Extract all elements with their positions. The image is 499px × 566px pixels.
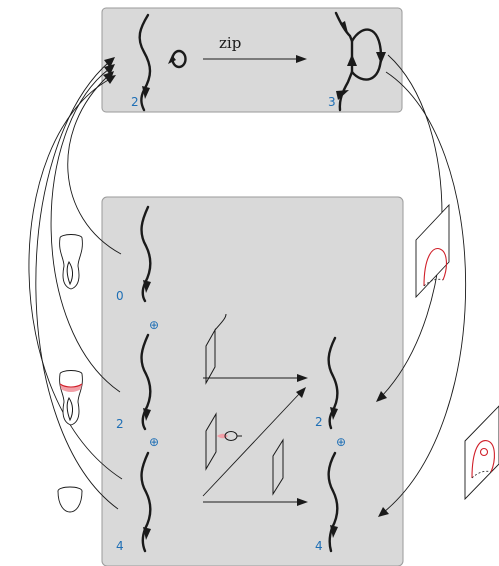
zip-arrowhead — [296, 55, 307, 63]
outer-arrowhead-right-1 — [376, 391, 387, 402]
top-right-middle-arrowhead — [347, 54, 357, 66]
bottom-left-arrowhead-4 — [143, 527, 151, 540]
bottom-right-strand-4 — [327, 451, 339, 553]
bottom-right-index-4: 4 — [315, 539, 323, 553]
cup-pictogram — [57, 486, 83, 513]
top-left-strand — [138, 13, 152, 112]
sheet-disk-pictogram-upper — [415, 203, 450, 299]
bottom-right-arrowhead-2 — [330, 407, 338, 420]
map-arrowhead-4-to-4 — [297, 498, 308, 506]
sheet-disk-pictogram-lower — [464, 405, 499, 501]
map-arrowhead-4-to-2 — [296, 387, 306, 398]
outer-arrowhead-left-4 — [105, 75, 116, 84]
bottom-right-strand-2 — [327, 336, 339, 430]
bottom-left-index-2: 2 — [116, 417, 124, 431]
bottom-right-arrowhead-4 — [330, 525, 338, 538]
bottom-left-strand-2 — [140, 333, 152, 431]
bottom-left-strand-4 — [140, 451, 152, 553]
top-right-arrowhead-bottom — [336, 90, 349, 100]
bottom-panel — [101, 196, 404, 566]
direct-sum-symbol-left-upper: ⊕ — [149, 318, 159, 332]
direct-sum-symbol-right: ⊕ — [336, 435, 346, 449]
outer-arrow-right-2 — [383, 71, 467, 513]
bottom-left-strand-0 — [140, 205, 152, 303]
vase-pictogram-middle — [59, 370, 83, 426]
top-left-index: 2 — [131, 95, 139, 109]
sheet-pictogram-upper — [205, 313, 227, 385]
bottom-right-index-2: 2 — [315, 415, 323, 429]
top-panel — [101, 7, 403, 113]
top-right-arrowhead-top — [340, 21, 348, 33]
outer-arrow-left-1 — [67, 75, 122, 255]
outer-arrow-left-2 — [50, 68, 121, 393]
direct-sum-symbol-left-lower: ⊕ — [149, 435, 159, 449]
bottom-left-index-0: 0 — [116, 289, 124, 303]
outer-arrow-left-4 — [28, 78, 123, 480]
bottom-left-index-4: 4 — [116, 539, 124, 553]
sheet-pictogram-middle-with-tube — [205, 412, 242, 471]
bottom-left-arrowhead-0 — [143, 280, 151, 293]
top-right-loop-arrowhead — [376, 52, 386, 64]
outer-arrowhead-left-2 — [104, 64, 115, 75]
map-arrow-4-to-2 — [202, 392, 301, 497]
zip-label: zip — [219, 34, 241, 52]
outer-arrowhead-left-3 — [104, 57, 115, 68]
map-arrowhead-2-to-2 — [297, 374, 308, 382]
outer-arrow-left-3 — [35, 61, 119, 510]
bottom-left-arrowhead-2 — [143, 408, 151, 421]
top-right-index: 3 — [328, 95, 336, 109]
top-left-arrowhead — [142, 86, 150, 99]
top-small-loop-arrowhead — [168, 55, 176, 64]
vase-pictogram-upper — [59, 234, 83, 290]
outer-arrowhead-right-2 — [378, 507, 389, 517]
sheet-pictogram-lower — [272, 438, 284, 496]
